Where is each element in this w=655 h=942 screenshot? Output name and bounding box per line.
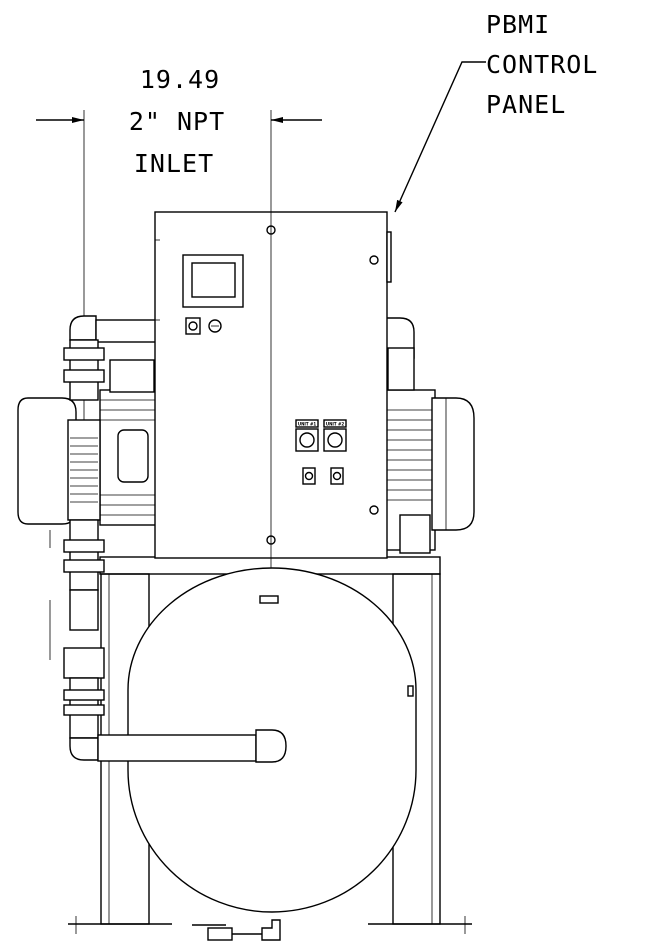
- unit-1-controls: UNIT #1: [295, 419, 319, 485]
- motor-fins-right: [387, 409, 433, 501]
- drain-valve: [192, 919, 281, 941]
- hmi-touchscreen: [182, 254, 244, 308]
- callout-line-3: PANEL: [486, 90, 566, 119]
- selector-switch: [185, 317, 201, 335]
- unit-2-label: UNIT #2: [326, 422, 345, 427]
- motor-fins-left: [100, 399, 160, 516]
- callout-line-2: CONTROL: [486, 50, 598, 79]
- callout-leader: [394, 61, 486, 213]
- unit-2-controls: UNIT #2: [323, 419, 347, 485]
- inlet-piping: [49, 315, 157, 761]
- pump-ribs: [70, 437, 98, 503]
- unit-1-label: UNIT #1: [298, 422, 317, 427]
- tank-inlet-pipe: [97, 729, 287, 763]
- control-panel-callout: PBMI CONTROL PANEL: [394, 10, 598, 213]
- inlet-label: INLET: [134, 149, 214, 178]
- dimension-value: 19.49: [140, 65, 220, 94]
- pump-head: [17, 359, 155, 525]
- indicator-light: [208, 319, 222, 333]
- control-panel: UNIT #1 UNIT #2: [154, 211, 392, 559]
- pump-motor: [99, 389, 475, 554]
- inlet-size-label: 2" NPT: [129, 107, 225, 136]
- outlet-elbow: [385, 317, 415, 391]
- callout-line-1: PBMI: [486, 10, 550, 39]
